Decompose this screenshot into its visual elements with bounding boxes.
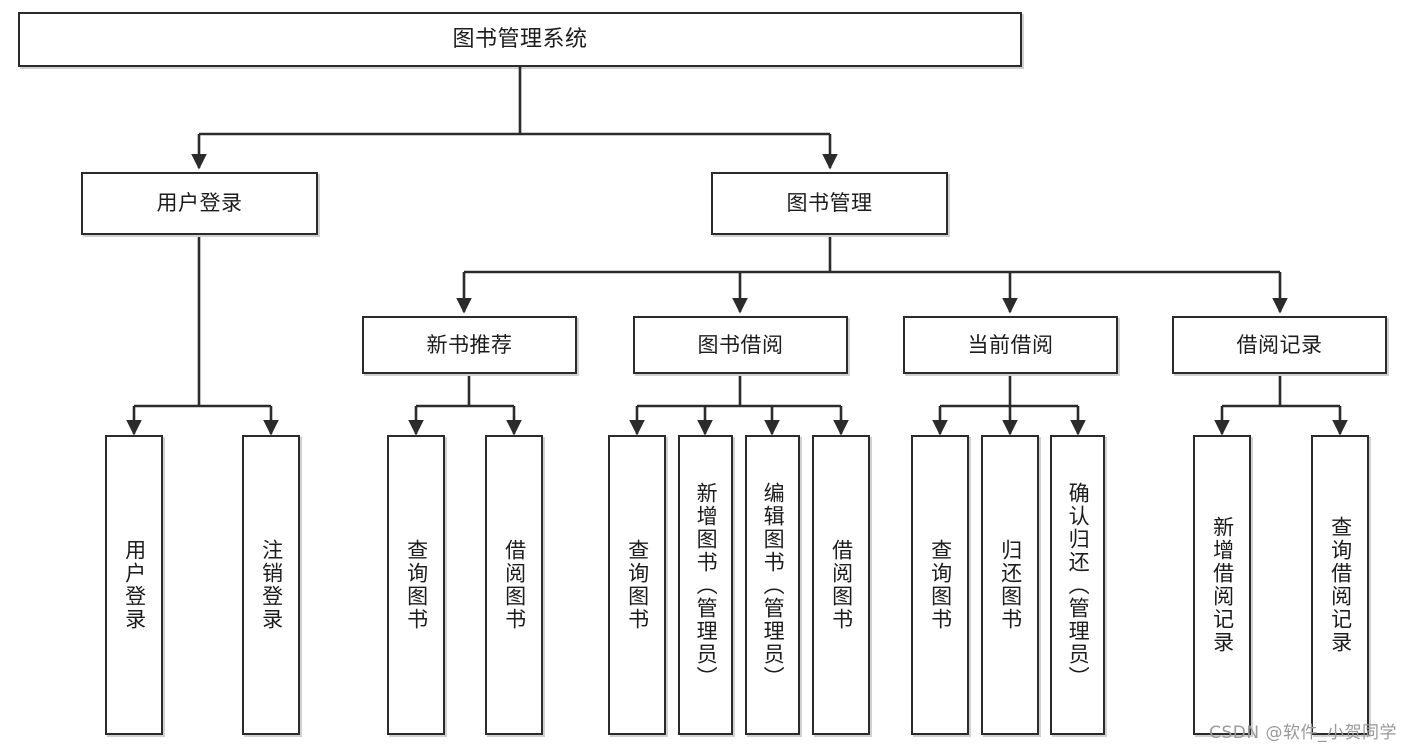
leaf-borrow-book-2-label: 借阅图书: [829, 539, 854, 631]
leaf-edit-book-label: 编辑图书（管理员）: [761, 481, 786, 689]
leaf-query-book-1-label: 查询图书: [404, 539, 429, 631]
node-root[interactable]: 图书管理系统: [18, 12, 1022, 67]
leaf-query-book-2-label: 查询图书: [625, 539, 650, 631]
leaf-user-logout-label: 注销登录: [259, 539, 284, 631]
node-borrow-record-label: 借阅记录: [1236, 332, 1323, 357]
leaf-add-record[interactable]: 新增借阅记录: [1193, 435, 1251, 735]
leaf-query-book-3-label: 查询图书: [928, 539, 953, 631]
leaf-user-login-label: 用户登录: [122, 539, 147, 631]
node-root-label: 图书管理系统: [452, 26, 588, 52]
leaf-add-book-label: 新增图书（管理员）: [694, 481, 719, 689]
leaf-query-record[interactable]: 查询借阅记录: [1311, 435, 1369, 735]
node-new-book-recommend[interactable]: 新书推荐: [362, 316, 577, 374]
node-new-book-recommend-label: 新书推荐: [426, 332, 513, 357]
leaf-return-book[interactable]: 归还图书: [981, 435, 1039, 735]
leaf-user-login[interactable]: 用户登录: [105, 435, 163, 735]
leaf-query-record-label: 查询借阅记录: [1328, 516, 1353, 654]
node-current-borrow-label: 当前借阅: [967, 332, 1054, 357]
leaf-confirm-return[interactable]: 确认归还（管理员）: [1050, 435, 1105, 735]
leaf-query-book-2[interactable]: 查询图书: [608, 435, 666, 735]
node-book-manage[interactable]: 图书管理: [711, 172, 948, 235]
leaf-query-book-3[interactable]: 查询图书: [911, 435, 969, 735]
leaf-user-logout[interactable]: 注销登录: [242, 435, 300, 735]
watermark: CSDN @软件_小贺同学: [1209, 723, 1397, 743]
node-user-login-label: 用户登录: [156, 191, 243, 216]
leaf-add-record-label: 新增借阅记录: [1210, 516, 1235, 654]
node-book-manage-label: 图书管理: [786, 191, 873, 216]
node-book-borrow-label: 图书借阅: [697, 332, 784, 357]
leaf-return-book-label: 归还图书: [998, 539, 1023, 631]
leaf-query-book-1[interactable]: 查询图书: [387, 435, 445, 735]
node-book-borrow[interactable]: 图书借阅: [633, 316, 848, 374]
leaf-edit-book[interactable]: 编辑图书（管理员）: [745, 435, 800, 735]
leaf-confirm-return-label: 确认归还（管理员）: [1066, 481, 1091, 689]
node-user-login[interactable]: 用户登录: [81, 172, 318, 235]
node-current-borrow[interactable]: 当前借阅: [903, 316, 1118, 374]
node-borrow-record[interactable]: 借阅记录: [1172, 316, 1387, 374]
leaf-borrow-book-1[interactable]: 借阅图书: [485, 435, 543, 735]
leaf-borrow-book-1-label: 借阅图书: [502, 539, 527, 631]
leaf-borrow-book-2[interactable]: 借阅图书: [812, 435, 870, 735]
leaf-add-book[interactable]: 新增图书（管理员）: [678, 435, 733, 735]
